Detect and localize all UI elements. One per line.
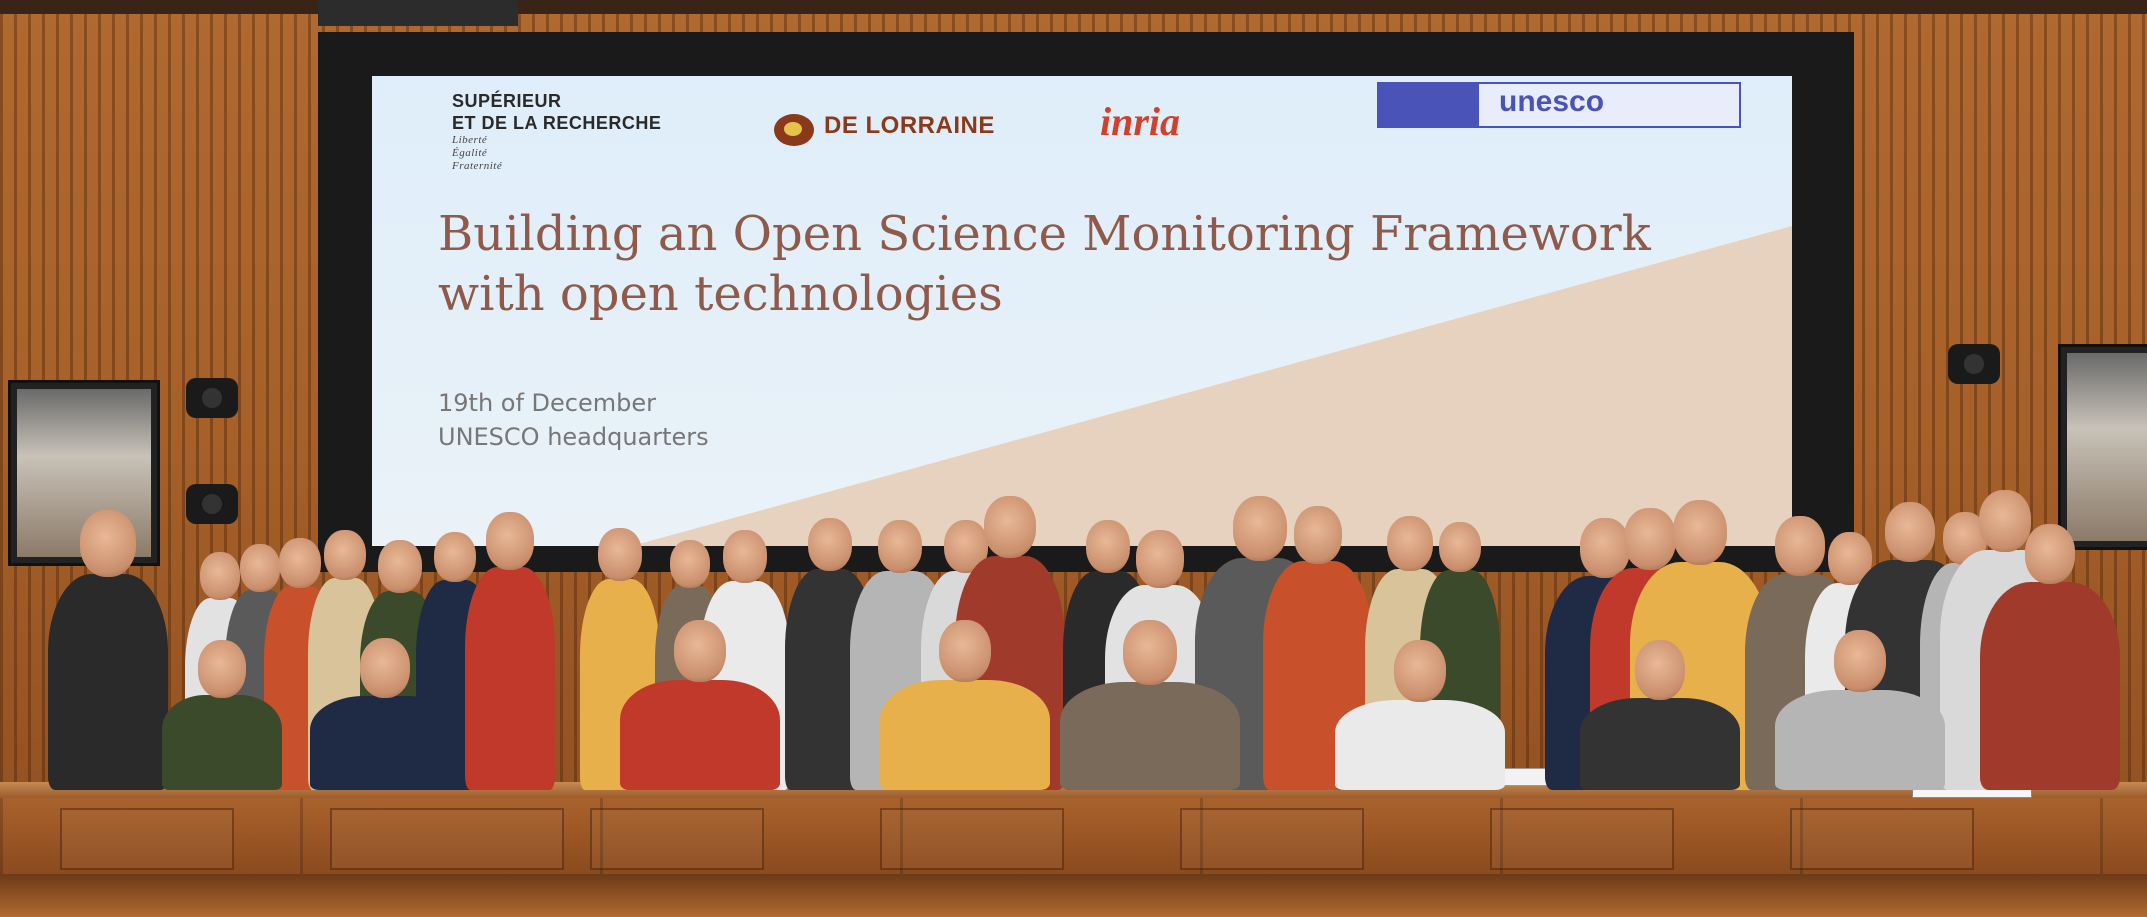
person-silhouette <box>620 490 780 800</box>
desk-panel <box>1180 808 1364 870</box>
person-head <box>324 530 366 581</box>
person-body <box>1980 581 2120 790</box>
person-silhouette <box>1060 490 1240 800</box>
person-head <box>1673 500 1727 565</box>
person-body <box>162 695 282 790</box>
person-body <box>1580 697 1740 790</box>
ministry-tagline-1: Liberté <box>452 134 488 146</box>
person-head <box>1624 508 1676 571</box>
person-head <box>808 518 852 571</box>
unesco-temple-icon <box>1379 84 1479 126</box>
person-silhouette <box>310 490 460 800</box>
person-head <box>279 538 321 589</box>
person-head <box>723 530 767 583</box>
person-head <box>1775 516 1825 576</box>
person-head <box>1123 620 1177 685</box>
person-head <box>240 544 280 592</box>
desk-panel <box>1790 808 1974 870</box>
desk-panel <box>590 808 764 870</box>
desk-panel <box>60 808 234 870</box>
person-silhouette <box>1980 490 2120 800</box>
person-silhouette <box>880 490 1050 800</box>
right-monitor-display <box>2067 353 2147 541</box>
person-head <box>1387 516 1433 572</box>
person-head <box>1394 640 1446 703</box>
right-monitor <box>2058 344 2147 550</box>
person-body <box>1775 689 1945 790</box>
screen-beige-wedge <box>632 226 1792 546</box>
desk-panel <box>330 808 564 870</box>
person-head <box>1136 530 1184 588</box>
person-head <box>378 540 422 593</box>
person-head <box>1086 520 1130 573</box>
ministry-line2: ET DE LA RECHERCHE <box>452 113 662 133</box>
person-head <box>670 540 710 588</box>
inria-logo: inria <box>1100 99 1181 144</box>
person-body <box>1335 699 1505 790</box>
person-body <box>465 567 555 790</box>
person-head <box>1885 502 1935 562</box>
ministry-logo: SUPÉRIEUR ET DE LA RECHERCHE Liberté Éga… <box>452 91 662 173</box>
desk-front <box>0 798 2147 874</box>
person-body <box>310 695 460 790</box>
slide-title: Building an Open Science Monitoring Fram… <box>438 204 1738 324</box>
person-silhouette <box>1580 490 1740 800</box>
person-silhouette <box>1775 490 1945 800</box>
person-body <box>48 574 168 790</box>
person-head <box>1580 518 1630 578</box>
slide-title-line2: with open technologies <box>438 266 1003 322</box>
person-head <box>939 620 991 683</box>
person-head <box>434 532 476 583</box>
ceiling-strip <box>0 0 2147 14</box>
person-head <box>1979 490 2031 553</box>
ceiling-vent <box>318 0 518 26</box>
person-head <box>674 620 726 683</box>
person-head <box>200 552 240 600</box>
person-body <box>1060 682 1240 790</box>
person-head <box>878 520 922 573</box>
logo-bar: SUPÉRIEUR ET DE LA RECHERCHE Liberté Éga… <box>372 76 1792 196</box>
person-head <box>198 640 246 698</box>
person-head <box>360 638 410 698</box>
person-body <box>620 679 780 790</box>
person-body <box>880 679 1050 790</box>
ministry-line1: SUPÉRIEUR <box>452 91 562 111</box>
person-silhouette <box>1335 490 1505 800</box>
person-head <box>1834 630 1886 693</box>
person-head <box>1439 522 1481 573</box>
slide-subtitle: 19th of December UNESCO headquarters <box>438 386 1038 454</box>
person-head <box>598 528 642 581</box>
lorraine-logo-text: DE LORRAINE <box>824 112 995 139</box>
ministry-tagline-2: Égalité <box>452 147 488 159</box>
slide-venue: UNESCO headquarters <box>438 423 709 451</box>
unesco-logo: unesco <box>1377 82 1741 128</box>
person-silhouette <box>162 490 282 800</box>
desk-panel <box>1490 808 1674 870</box>
speaker-icon <box>1948 344 2000 384</box>
group-of-people <box>0 490 2147 800</box>
lorraine-logo-mark <box>774 114 814 146</box>
slide-title-line1: Building an Open Science Monitoring Fram… <box>438 206 1651 262</box>
slide-date: 19th of December <box>438 389 657 417</box>
desk-base <box>0 874 2147 917</box>
ministry-tagline-3: Fraternité <box>452 160 503 172</box>
person-silhouette <box>465 490 555 800</box>
projection-screen: SUPÉRIEUR ET DE LA RECHERCHE Liberté Éga… <box>372 76 1792 546</box>
person-head <box>1635 640 1685 700</box>
desk-panel <box>880 808 1064 870</box>
person-head <box>80 510 136 578</box>
speaker-icon <box>186 484 238 524</box>
speaker-icon <box>186 378 238 418</box>
person-head <box>1294 506 1342 564</box>
person-head <box>486 512 534 570</box>
person-head <box>984 496 1036 559</box>
person-silhouette <box>48 490 168 800</box>
person-head <box>2025 524 2075 584</box>
unesco-logo-text: unesco <box>1499 85 1605 118</box>
person-head <box>1233 496 1287 561</box>
